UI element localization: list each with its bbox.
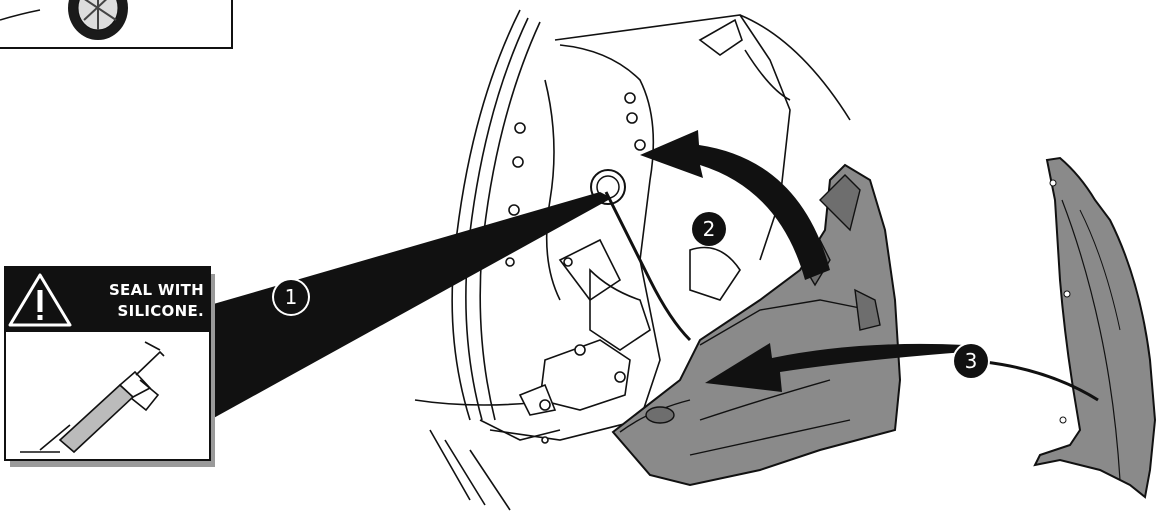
warning-label-line2: SILICONE. xyxy=(72,302,204,321)
fender-liner-part xyxy=(1035,158,1155,497)
callout-3: 3 xyxy=(954,344,988,378)
module-bracket xyxy=(520,340,630,415)
callout-1: 1 xyxy=(274,280,308,314)
warning-label-line1: SEAL WITH xyxy=(72,281,204,300)
install-arrow-2 xyxy=(640,130,830,280)
callout-2: 2 xyxy=(692,212,726,246)
wire-harness xyxy=(606,192,690,340)
inner-shield-panel xyxy=(613,165,900,485)
inset-thumbnail xyxy=(0,0,232,48)
